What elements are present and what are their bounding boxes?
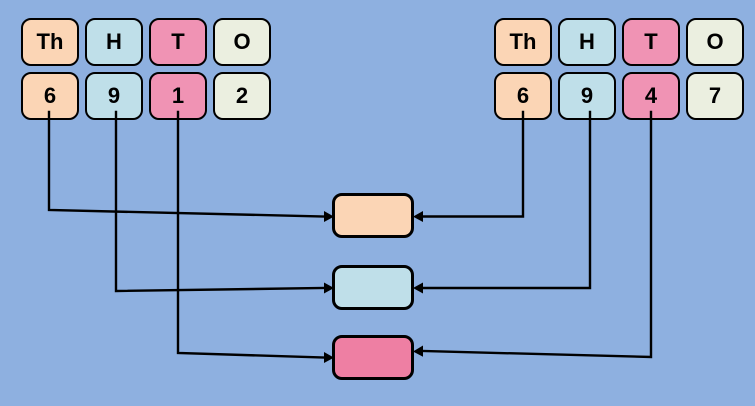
arrowhead-icon	[413, 345, 423, 357]
result-box-thousands[interactable]	[332, 193, 414, 238]
arrowhead-icon	[413, 282, 423, 294]
left-digit-thousands[interactable]: 6	[21, 72, 79, 120]
left-digit-tens[interactable]: 1	[149, 72, 207, 120]
place-value-table-left: Th H T O 6 9 1 2	[21, 18, 271, 120]
left-header-hundreds: H	[85, 18, 143, 66]
left-digit-ones[interactable]: 2	[213, 72, 271, 120]
left-header-tens: T	[149, 18, 207, 66]
arrowhead-icon	[413, 211, 423, 222]
right-header-thousands: Th	[494, 18, 552, 66]
place-value-table-right: Th H T O 6 9 4 7	[494, 18, 744, 120]
connector-right-tens	[413, 110, 653, 359]
right-digit-thousands[interactable]: 6	[494, 72, 552, 120]
left-header-ones: O	[213, 18, 271, 66]
right-header-ones: O	[686, 18, 744, 66]
connector-right-hundreds	[413, 110, 592, 294]
left-digit-hundreds[interactable]: 9	[85, 72, 143, 120]
right-digit-hundreds[interactable]: 9	[558, 72, 616, 120]
left-header-thousands: Th	[21, 18, 79, 66]
right-header-tens: T	[622, 18, 680, 66]
connector-left-tens	[176, 110, 334, 363]
result-box-tens[interactable]	[332, 335, 414, 380]
connector-right-thousands	[413, 110, 525, 222]
connector-left-thousands	[47, 110, 334, 222]
right-header-hundreds: H	[558, 18, 616, 66]
right-digit-ones[interactable]: 7	[686, 72, 744, 120]
right-digit-tens[interactable]: 4	[622, 72, 680, 120]
connector-left-hundreds	[114, 110, 334, 294]
result-box-hundreds[interactable]	[332, 265, 414, 310]
